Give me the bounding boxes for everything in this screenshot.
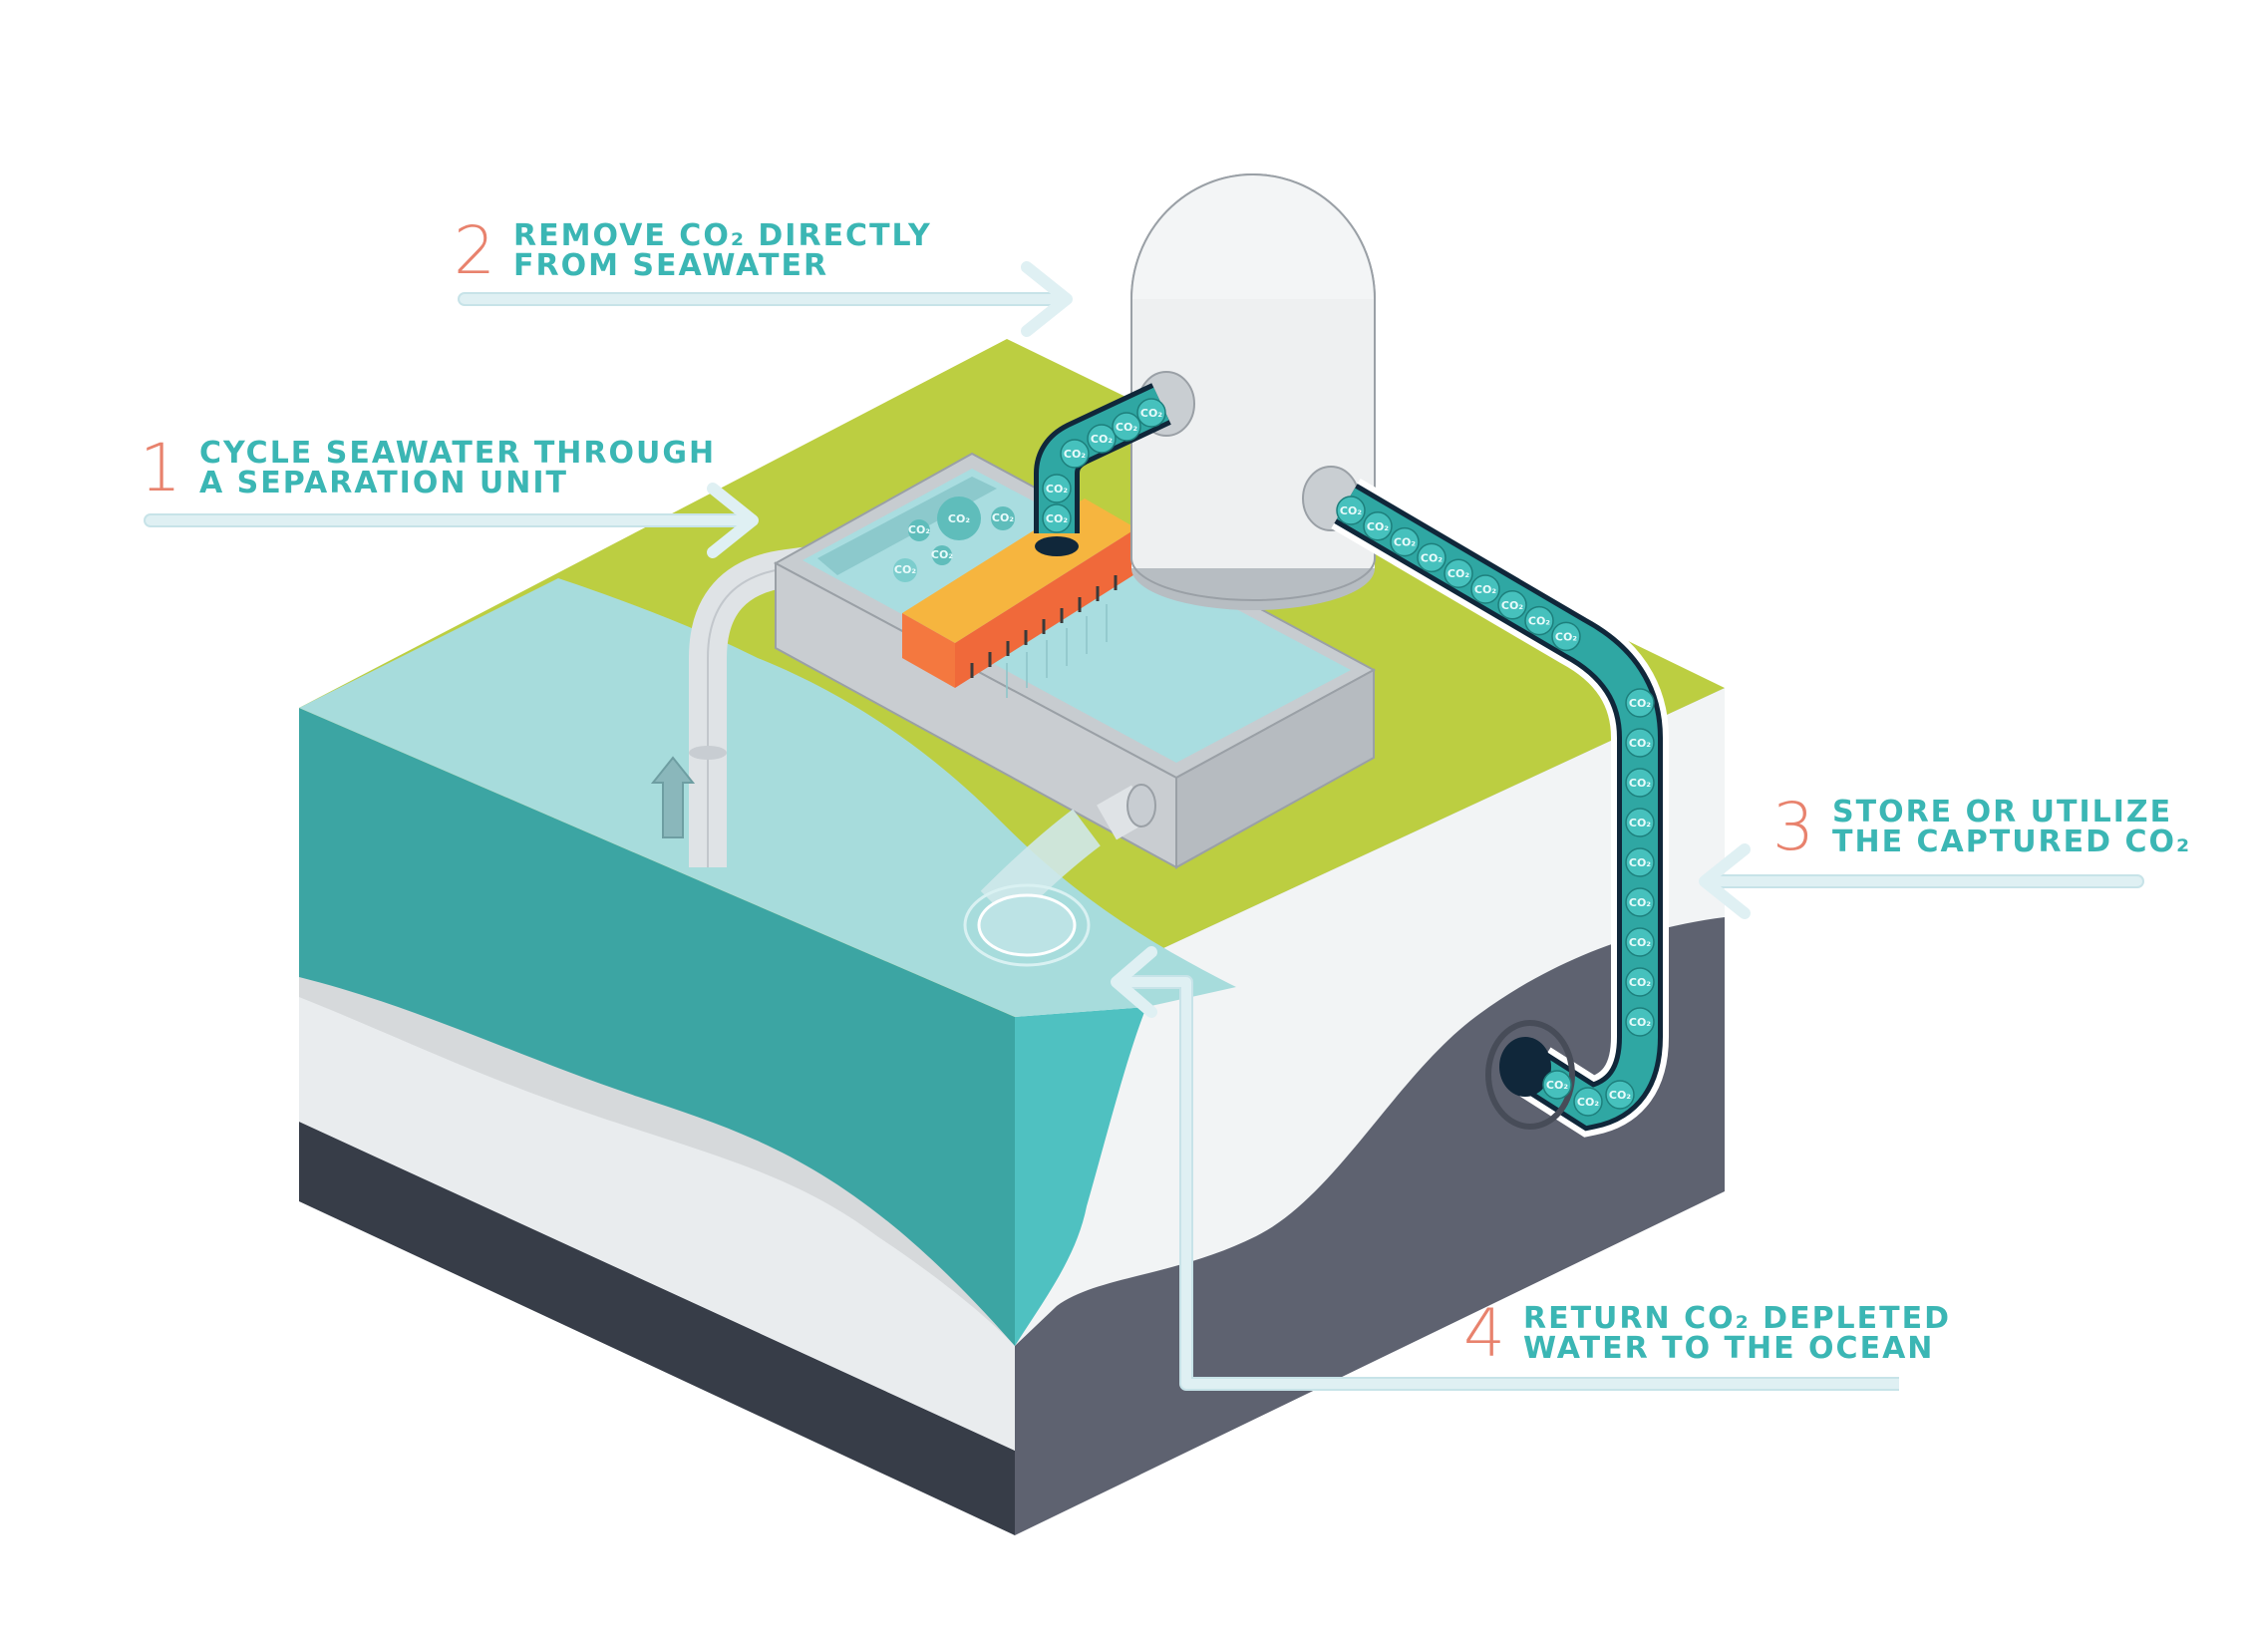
co2-bubble-icon <box>1573 1087 1603 1117</box>
tank-co2-bubbles: CO₂ CO₂ CO₂ CO₂ CO₂ <box>893 496 1015 582</box>
co2-bubble-icon <box>1605 1080 1635 1110</box>
step-3-label: 3 STORE OR UTILIZE THE CAPTURED CO₂ <box>1772 789 2192 865</box>
outflow-pipe <box>963 784 1156 967</box>
co2-bubble-label: CO₂ <box>1528 615 1550 628</box>
step-2-line-1: REMOVE CO₂ DIRECTLY <box>513 218 932 253</box>
co2-bubble-icon <box>1112 412 1141 442</box>
co2-bubble-icon <box>1625 927 1655 957</box>
co2-bubble-label: CO₂ <box>1629 777 1651 790</box>
co2-bubble-icon <box>1136 398 1166 428</box>
co2-bubble-icon <box>1625 967 1655 997</box>
co2-bubble-label: CO₂ <box>1474 583 1496 596</box>
svg-text:CO₂: CO₂ <box>894 563 916 576</box>
step-4-line-1: RETURN CO₂ DEPLETED <box>1523 1301 1952 1336</box>
callout-arrow-1 <box>144 483 759 558</box>
step-1-label: 1 CYCLE SEAWATER THROUGH A SEPARATION UN… <box>140 430 717 506</box>
co2-bubble-label: CO₂ <box>1421 551 1443 564</box>
step-3-line-1: STORE OR UTILIZE <box>1832 795 2173 829</box>
co2-bubble-label: CO₂ <box>1629 896 1651 909</box>
co2-bubble-icon <box>1551 621 1581 652</box>
co2-bubble-icon <box>1625 768 1655 798</box>
co2-bubble-label: CO₂ <box>1046 512 1068 525</box>
step-1-number: 1 <box>140 430 181 506</box>
co2-bubble-icon <box>1542 1070 1572 1100</box>
co2-bubble-icon <box>1042 474 1072 503</box>
co2-bubble-label: CO₂ <box>1629 976 1651 989</box>
step-2-number: 2 <box>454 212 495 289</box>
up-arrow-icon <box>650 756 696 838</box>
co2-bubble-icon <box>1060 439 1090 469</box>
step-3-number: 3 <box>1772 789 1814 865</box>
co2-bubble-icon <box>1470 574 1500 604</box>
co2-bubble-icon <box>1625 808 1655 837</box>
block-left-face <box>299 708 1146 1535</box>
step-2-line-2: FROM SEAWATER <box>513 248 829 283</box>
step-2-label: 2 REMOVE CO₂ DIRECTLY FROM SEAWATER <box>454 212 932 289</box>
co2-bubble-label: CO₂ <box>1577 1096 1599 1109</box>
co2-bubble-label: CO₂ <box>1629 856 1651 869</box>
co2-bubble-label: CO₂ <box>1340 504 1362 517</box>
co2-bubble-label: CO₂ <box>1629 737 1651 750</box>
co2-bubble-label: CO₂ <box>1629 697 1651 710</box>
step-1-line-2: A SEPARATION UNIT <box>199 466 568 500</box>
co2-bubble-icon <box>1524 605 1554 636</box>
co2-bubble-icon <box>1625 887 1655 917</box>
svg-text:CO₂: CO₂ <box>908 523 930 536</box>
svg-text:CO₂: CO₂ <box>992 511 1014 524</box>
step-4-number: 4 <box>1463 1295 1505 1372</box>
co2-bubble-label: CO₂ <box>1629 1016 1651 1029</box>
co2-bubble-icon <box>1087 424 1117 454</box>
co2-bubble-icon <box>1363 511 1393 541</box>
co2-bubble-label: CO₂ <box>1091 433 1113 446</box>
co2-bubble-icon <box>1417 542 1446 573</box>
co2-bubble-label: CO₂ <box>1629 936 1651 949</box>
co2-bubble-label: CO₂ <box>1394 536 1416 549</box>
storage-tank <box>1130 173 1376 610</box>
co2-bubble-label: CO₂ <box>1046 483 1068 496</box>
step-1-line-1: CYCLE SEAWATER THROUGH <box>199 436 717 471</box>
co2-bubble-label: CO₂ <box>1609 1089 1631 1102</box>
step-3-line-2: THE CAPTURED CO₂ <box>1832 825 2192 859</box>
callout-arrow-3 <box>1699 843 2144 919</box>
co2-bubble-icon <box>1042 503 1072 533</box>
step-4-label: 4 RETURN CO₂ DEPLETED WATER TO THE OCEAN <box>1463 1295 1952 1372</box>
co2-bubble-icon <box>1336 496 1366 525</box>
co2-bubble-label: CO₂ <box>1546 1079 1568 1092</box>
co2-bubble-label: CO₂ <box>1447 567 1469 580</box>
co2-bubble-icon <box>1497 590 1527 620</box>
co2-bubble-icon <box>1444 558 1473 588</box>
co2-bubble-label: CO₂ <box>1501 599 1523 612</box>
co2-bubble-icon <box>1625 688 1655 718</box>
co2-bubble-label: CO₂ <box>1064 448 1086 461</box>
co2-bubble-icon <box>1625 1007 1655 1037</box>
co2-bubble-icon <box>1625 728 1655 758</box>
co2-bubble-label: CO₂ <box>1367 520 1389 533</box>
co2-bubble-icon <box>1625 847 1655 877</box>
co2-bubble-label: CO₂ <box>1116 421 1137 434</box>
co2-bubble-icon <box>1390 526 1420 557</box>
step-4-line-2: WATER TO THE OCEAN <box>1523 1331 1935 1366</box>
callout-arrow-2 <box>458 261 1073 337</box>
separation-filter <box>902 498 1136 698</box>
co2-bubble-label: CO₂ <box>1140 407 1162 420</box>
co2-bubble-label: CO₂ <box>1629 817 1651 829</box>
pipe-co2-bubbles: CO₂ CO₂ CO₂ CO₂ CO₂ CO₂ CO₂ CO₂ CO₂ CO₂ CO₂ CO₂ CO₂ C… <box>1042 398 1655 1117</box>
co2-bubble-label: CO₂ <box>1555 630 1577 643</box>
callout-arrow-4 <box>1111 946 1899 1391</box>
svg-text:CO₂: CO₂ <box>948 512 970 525</box>
svg-text:CO₂: CO₂ <box>931 548 953 561</box>
